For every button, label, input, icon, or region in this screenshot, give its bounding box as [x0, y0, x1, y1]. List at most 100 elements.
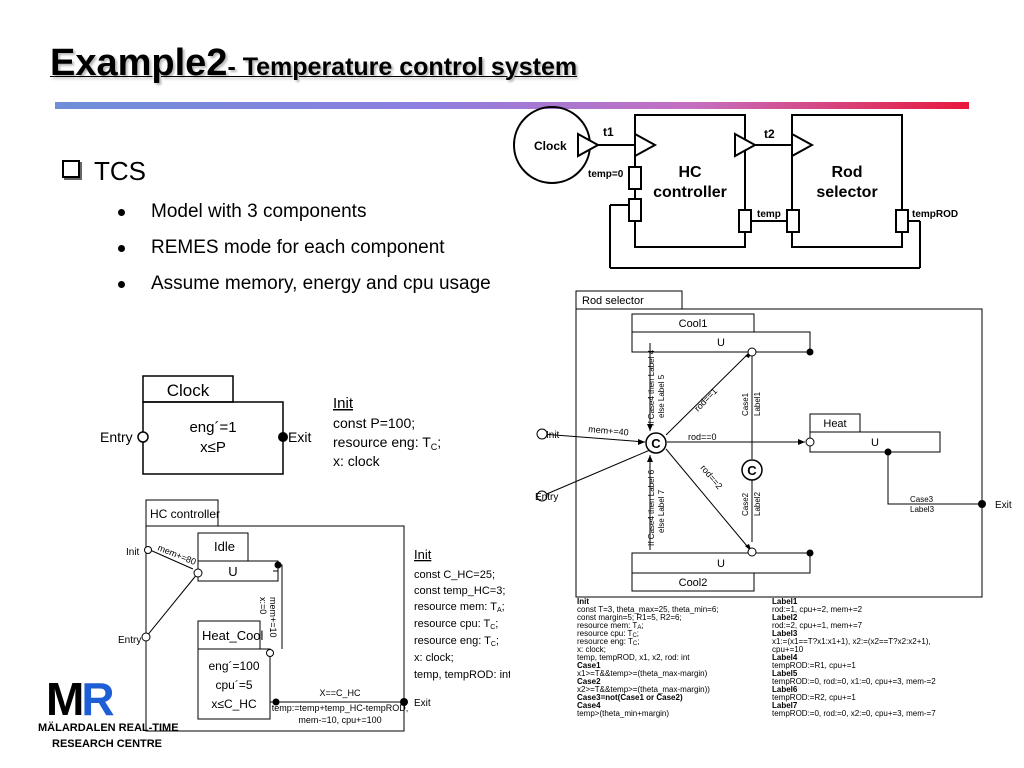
- rod-conditional-node-1: [645, 432, 667, 454]
- hc-in-port: [634, 132, 658, 158]
- hc-init-title: Init: [414, 547, 432, 562]
- guard-label: X==C_HC: [319, 688, 361, 698]
- hc-label-1: HC: [678, 164, 702, 181]
- bullet-dot-icon: [118, 281, 125, 288]
- clock-init-resource: resource eng: T: [333, 434, 431, 450]
- hc-controller-mode-diagram: HC controller Idle U Heat_Cool eng´=100 …: [118, 499, 510, 732]
- label1-label: Label1: [753, 391, 762, 416]
- case1-label: Case1: [741, 392, 750, 416]
- logo-letters-text: MR: [46, 673, 115, 725]
- rod2-label: rod==2: [698, 463, 724, 491]
- rod-label-line: tempROD:=0, rod:=0, x1:=0, cpu+=3, mem-=…: [772, 677, 936, 686]
- hc-controller-block: [634, 114, 746, 248]
- hc-init-line: x: clock;: [414, 652, 454, 664]
- idle-label: Idle: [214, 539, 235, 554]
- rod-in-port: [791, 132, 815, 158]
- clock-mode-name: Clock: [167, 381, 210, 400]
- hc-eq-3: x≤C_HC: [211, 697, 257, 711]
- heading-text: TCS: [94, 156, 146, 186]
- rod-exit-label: Exit: [995, 500, 1012, 511]
- case3-label: Case3: [910, 495, 934, 504]
- heat-cool-label: Heat_Cool: [202, 628, 264, 643]
- hc-eq-2: cpu´=5: [215, 678, 252, 692]
- rod-def-line: temp, tempROD, x1, x2, rod: int: [577, 653, 690, 662]
- rod-mode-name: Rod selector: [582, 295, 644, 307]
- update-label-2: mem-=10, cpu+=100: [298, 715, 381, 725]
- title-sub: - Temperature control system: [227, 53, 578, 81]
- rod1-label: rod==1: [692, 386, 719, 413]
- temp-label: temp: [757, 209, 781, 220]
- hc-entry-port: [141, 632, 151, 642]
- rod-def-line: Case2: [577, 677, 601, 686]
- rod-label-line: cpu+=10: [772, 645, 804, 654]
- rod-label-line: x1:=(x1==T?x1:x1+1), x2:=(x2==T?x2:x2+1)…: [772, 637, 931, 646]
- rod-def-line: resource eng: TC;: [577, 637, 639, 647]
- logo-letter: R: [81, 673, 114, 725]
- rod-label-line: rod:=2, cpu+=1, mem+=7: [772, 621, 863, 630]
- title-main: Example2: [50, 42, 228, 84]
- rod-label-line: Label1: [772, 597, 798, 606]
- bullet-text: REMES mode for each component: [151, 237, 445, 258]
- clock-entry-label: Entry: [100, 429, 133, 445]
- logo-letters: MR: [46, 672, 115, 726]
- bullet-dot-icon: [118, 245, 125, 252]
- clock-out-port: [577, 132, 601, 158]
- rod-def-line: const margin=5; R1=5, R2=6;: [577, 613, 682, 622]
- hc-init-line: resource cpu: TC;: [414, 618, 498, 631]
- clock-mode-diagram: Clock eng´=1 x≤P Entry Exit Init const P…: [100, 375, 441, 475]
- rod0-label: rod==0: [688, 432, 717, 442]
- rod-def-line: resource mem: TA;: [577, 621, 644, 631]
- bullet-text: Assume memory, energy and cpu usage: [151, 273, 491, 294]
- rod-label-line: Label6: [772, 685, 798, 694]
- clock-exit-port: [278, 432, 288, 442]
- hc-init-label: Init: [126, 547, 140, 558]
- rod-definitions: Init const T=3, theta_max=25, theta_min=…: [577, 597, 936, 718]
- x-reset-label: x:=0: [258, 597, 268, 614]
- logo-letter: M: [46, 673, 84, 725]
- else-label7: else Label 7: [657, 489, 666, 533]
- t1-label: t1: [603, 125, 614, 139]
- hc-entry-label: Entry: [118, 635, 141, 646]
- c-node-label: C: [651, 436, 661, 451]
- case4-label4: If Case4 then Label 4: [647, 349, 656, 426]
- cool1-label: Cool1: [679, 318, 708, 330]
- tcs-component-diagram: Clock t1 t2 HC controller Rod selector t…: [513, 106, 958, 269]
- rod-def-line: x1>=T&&temp>=(theta_max-margin): [577, 669, 708, 678]
- rod-def-line: x2>=T&&temp>=(theta_max-margin)): [577, 685, 710, 694]
- rod-label-line: Label3: [772, 629, 798, 638]
- rod-label-2: selector: [816, 184, 877, 201]
- rod-label-line: Label4: [772, 653, 798, 662]
- clock-init-line: x: clock: [333, 453, 381, 469]
- rod-label-line: Label7: [772, 701, 798, 710]
- cool1-u: U: [717, 337, 725, 349]
- rod-selector-block: [791, 114, 903, 248]
- clock-entry-port: [137, 431, 149, 443]
- mem10-label: mem+=10: [268, 597, 278, 638]
- rod-def-line: Case4: [577, 701, 601, 710]
- label2-label: Label2: [753, 491, 762, 516]
- rod-label-line: rod:=1, cpu+=2, mem+=2: [772, 605, 863, 614]
- case2-label: Case2: [741, 492, 750, 516]
- rod-def-line: x: clock;: [577, 645, 606, 654]
- temp0-label: temp=0: [588, 169, 624, 180]
- rod-init-label: Init: [546, 430, 560, 441]
- c-node-label: C: [747, 463, 757, 478]
- cool2-label: Cool2: [679, 577, 708, 589]
- hc-eq-1: eng´=100: [208, 659, 259, 673]
- hc-mode-name: HC controller: [150, 507, 220, 521]
- rod-exit-port: [978, 500, 986, 508]
- rod-conditional-node-2: [741, 459, 763, 481]
- bullet-text: Model with 3 components: [151, 201, 367, 222]
- clock-init-line: resource eng: TC;: [333, 434, 441, 452]
- logo-line-1: MÄLARDALEN REAL-TIME: [38, 722, 179, 734]
- rod-def-line: Case3=not(Case1 or Case2): [577, 693, 683, 702]
- semicolon: ;: [437, 434, 441, 450]
- rod-selector-mode-diagram: Rod selector Cool1 U Heat U U Cool2 C C …: [535, 290, 1012, 718]
- heat-label: Heat: [823, 418, 846, 430]
- label3-label: Label3: [910, 505, 935, 514]
- case4-label6: If Case4 then Label 6: [647, 469, 656, 546]
- clock-init-title: Init: [333, 395, 354, 412]
- logo-line-2: RESEARCH CENTRE: [52, 738, 163, 750]
- t2-label: t2: [764, 127, 775, 141]
- else-label5: else Label 5: [657, 374, 666, 418]
